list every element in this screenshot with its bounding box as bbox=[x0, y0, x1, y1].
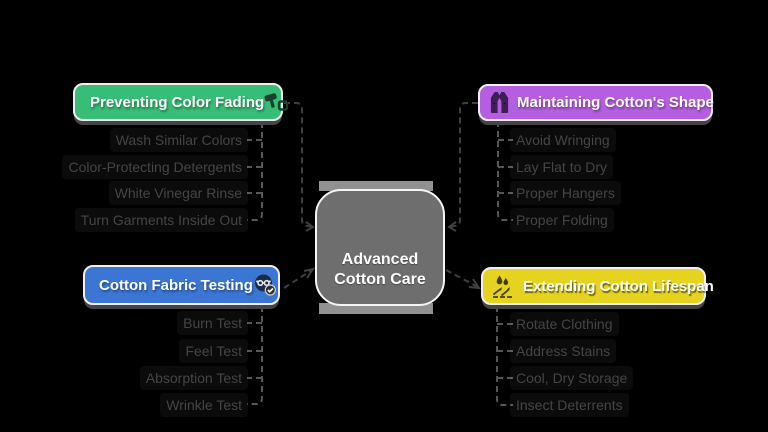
arrowhead-icon bbox=[305, 221, 315, 232]
branch-node-maintaining-cottons-shape[interactable]: Maintaining Cotton's Shape bbox=[478, 84, 714, 121]
subrail-bottom-left bbox=[247, 306, 263, 405]
connector-bottom-right bbox=[445, 269, 479, 288]
sub-item-node[interactable]: Address Stains bbox=[510, 339, 617, 363]
arrowhead-icon bbox=[303, 267, 316, 279]
inspector-check-icon bbox=[253, 273, 277, 297]
sub-item-node[interactable]: Proper Hangers bbox=[510, 181, 621, 205]
sub-item-node[interactable]: Turn Garments Inside Out bbox=[74, 208, 248, 232]
center-title-line2: Cotton Care bbox=[334, 271, 426, 288]
sub-item-node[interactable]: Feel Test bbox=[179, 339, 248, 363]
sub-item-node[interactable]: Lay Flat to Dry bbox=[510, 155, 614, 179]
sub-item-node[interactable]: Wrinkle Test bbox=[160, 393, 248, 417]
vest-icon bbox=[489, 91, 510, 114]
connector-top-right bbox=[449, 102, 478, 228]
branch-label: Maintaining Cotton's Shape bbox=[517, 94, 714, 111]
subrail-top-left bbox=[247, 122, 263, 221]
center-glow-top bbox=[319, 181, 433, 191]
branch-node-extending-cotton-lifespan[interactable]: Extending Cotton Lifespan bbox=[481, 267, 714, 305]
center-node-advanced-cotton-care[interactable]: Advanced Cotton Care bbox=[315, 189, 445, 306]
sub-item-node[interactable]: White Vinegar Rinse bbox=[108, 181, 248, 205]
center-glow-bottom bbox=[319, 303, 433, 314]
sub-item-node[interactable]: Wash Similar Colors bbox=[109, 128, 248, 152]
sub-item-node[interactable]: Color-Protecting Detergents bbox=[62, 155, 248, 179]
sub-item-node[interactable]: Proper Folding bbox=[510, 208, 614, 232]
branch-node-cotton-fabric-testing[interactable]: Cotton Fabric Testing bbox=[83, 265, 280, 305]
branch-label: Preventing Color Fading bbox=[90, 93, 265, 111]
sub-item-node[interactable]: Rotate Clothing bbox=[510, 312, 619, 336]
branch-label: Extending Cotton Lifespan bbox=[523, 277, 714, 295]
sub-item-node[interactable]: Avoid Wringing bbox=[510, 128, 616, 152]
sub-item-node[interactable]: Burn Test bbox=[177, 311, 248, 335]
branch-node-preventing-color-fading[interactable]: Preventing Color Fading bbox=[73, 83, 289, 121]
branch-label: Cotton Fabric Testing bbox=[99, 276, 253, 294]
sub-item-node[interactable]: Cool, Dry Storage bbox=[510, 366, 634, 390]
connector-bottom-left bbox=[283, 269, 313, 289]
connector-top-left bbox=[284, 102, 313, 228]
arrowhead-icon bbox=[447, 221, 457, 232]
sub-item-node[interactable]: Absorption Test bbox=[139, 366, 248, 390]
moisture-wicking-icon bbox=[492, 275, 516, 298]
center-title-line1: Advanced bbox=[341, 251, 419, 268]
arrowhead-icon bbox=[468, 278, 482, 290]
sub-item-node[interactable]: Insect Deterrents bbox=[510, 393, 629, 417]
paint-roller-swatch-icon bbox=[264, 91, 289, 113]
